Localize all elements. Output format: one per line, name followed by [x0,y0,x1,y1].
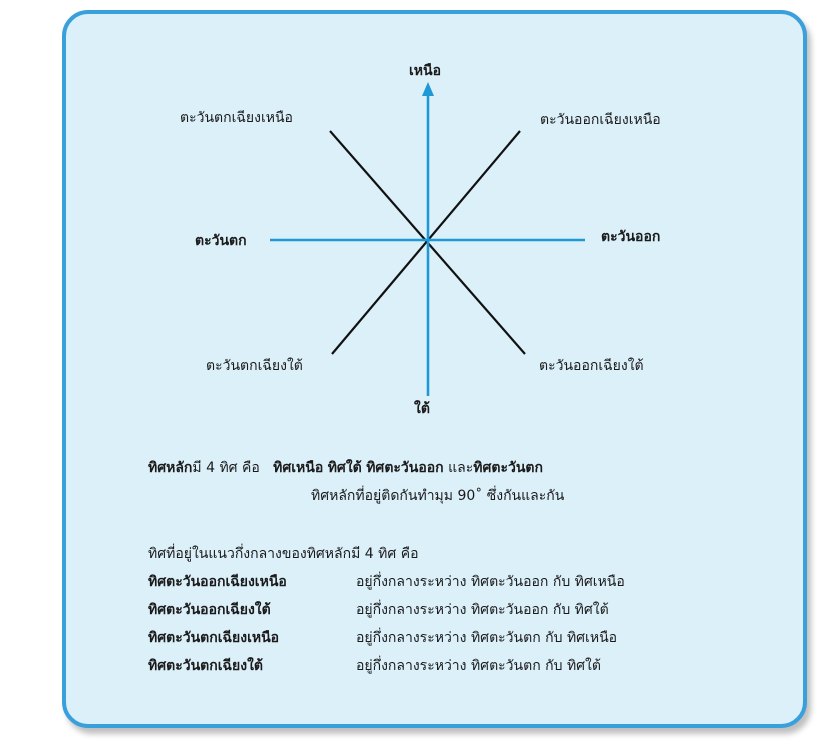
label-northwest: ตะวันตกเฉียงเหนือ [180,110,293,126]
main-south: ทิศใต้ [327,460,362,476]
label-southwest: ตะวันตกเฉียงใต้ [206,358,303,374]
info-card [62,10,807,728]
northeast-southwest-line [331,130,521,355]
secondary-name: ทิศตะวันออกเฉียงเหนือ [148,574,287,590]
secondary-name: ทิศตะวันออกเฉียงใต้ [148,602,271,618]
secondary-name: ทิศตะวันตกเฉียงใต้ [148,658,264,674]
main-north: ทิศเหนือ [273,460,324,476]
label-northeast: ตะวันออกเฉียงเหนือ [540,112,661,128]
main-directions-count: มี 4 ทิศ คือ [192,460,260,476]
label-east: ตะวันออก [601,229,661,245]
secondary-desc: อยู่กึ่งกลางระหว่าง ทิศตะวันออก กับ ทิศใ… [356,602,609,618]
main-directions-text: ทิศหลักมี 4 ทิศ คือ ทิศเหนือ ทิศใต้ ทิศต… [148,457,543,479]
main-directions-angle: ทิศหลักที่อยู่ติดกันทำมุม 90˚ ซึ่งกันและ… [311,488,565,504]
secondary-intro: ทิศที่อยู่ในแนวกึ่งกลางของทิศหลักมี 4 ทิ… [148,546,419,562]
secondary-desc: อยู่กึ่งกลางระหว่าง ทิศตะวันออก กับ ทิศเ… [356,574,625,590]
main-directions-lead: ทิศหลัก [148,460,193,476]
main-west: ทิศตะวันตก [473,460,543,476]
secondary-desc: อยู่กึ่งกลางระหว่าง ทิศตะวันตก กับ ทิศเห… [356,630,618,646]
label-north: เหนือ [409,63,441,79]
label-west: ตะวันตก [195,233,247,249]
label-south: ใต้ [414,401,430,417]
main-east: ทิศตะวันออก [366,460,444,476]
secondary-name: ทิศตะวันตกเฉียงเหนือ [148,630,280,646]
north-arrow-icon [422,82,434,96]
main-and: และ [448,460,474,476]
secondary-desc: อยู่กึ่งกลางระหว่าง ทิศตะวันตก กับ ทิศใต… [356,658,601,674]
label-southeast: ตะวันออกเฉียงใต้ [539,358,644,374]
